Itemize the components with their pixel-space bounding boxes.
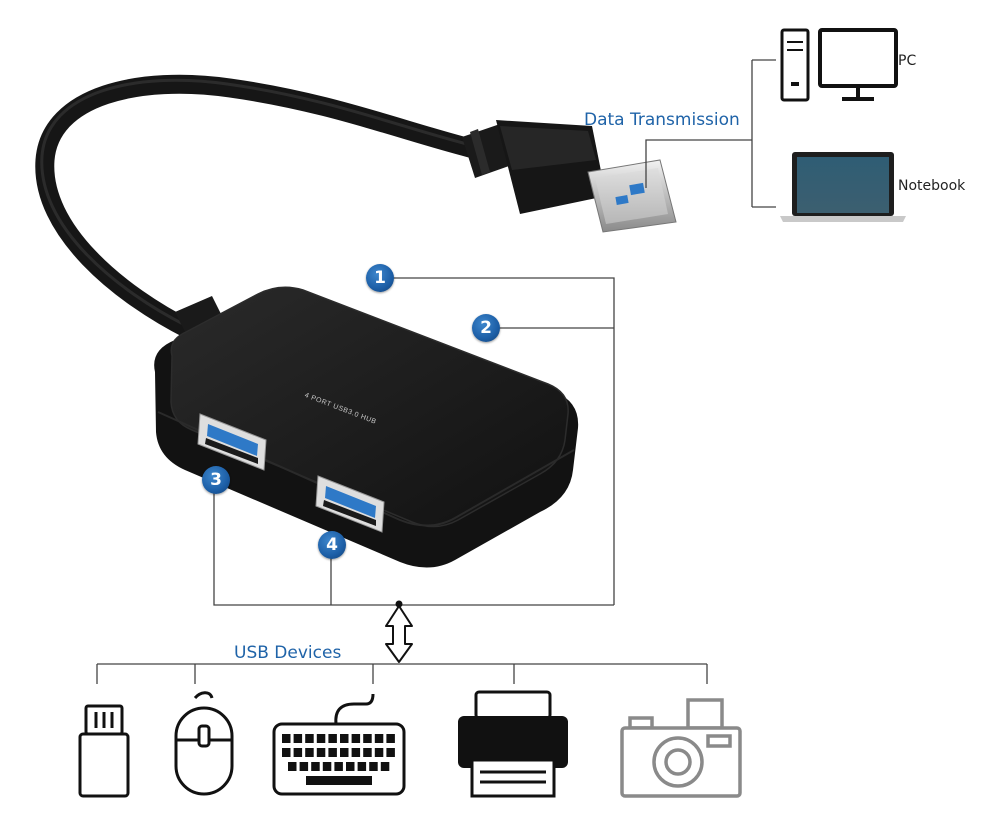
notebook-label: Notebook [898,178,966,194]
keyboard-key [374,748,384,757]
keyboard-key [282,734,291,743]
callout-4: 4 [318,531,346,559]
mouse-icon [174,691,234,796]
usb-flash-drive-icon [78,704,130,798]
pc-icon [780,28,898,102]
keyboard-key [311,762,320,771]
keyboard-key [340,734,349,743]
printer-icon [458,690,568,798]
usb-devices-label: USB Devices [234,643,342,663]
keyboard-key [386,748,395,757]
keyboard-key [299,762,309,771]
data-transmission-label: Data Transmission [584,110,740,130]
keyboard-key [293,748,303,757]
keyboard-key [351,734,361,743]
usb-hub-body [154,286,579,568]
keyboard-key [363,748,372,757]
keyboard-key [288,762,297,771]
keyboard-key [316,734,326,743]
usb-cable [35,74,480,340]
keyboard-key [334,762,343,771]
keyboard-key [305,748,314,757]
keyboard-key [340,748,349,757]
keyboard-key [374,734,384,743]
usb-a-plug [462,120,677,233]
keyboard-key [322,762,332,771]
callout-2: 2 [472,314,500,342]
camera-icon [620,698,742,798]
keyboard-key [316,748,326,757]
keyboard-key [346,762,355,771]
usb-port-right [315,475,385,533]
usb-port-left [197,413,267,471]
keyboard-key [369,762,378,771]
keyboard-key [380,762,390,771]
keyboard-key [351,748,361,757]
callout-1: 1 [366,264,394,292]
keyboard-icon [272,693,406,796]
connector-lines [96,59,776,684]
notebook-icon [780,152,906,222]
keyboard-key [357,762,367,771]
bidirectional-arrow-icon [385,600,413,663]
keyboard-spacebar [306,776,372,785]
keyboard-key [293,734,303,743]
keyboard-key [328,748,337,757]
keyboard-key [363,734,372,743]
pc-label: PC [898,53,917,69]
keyboard-key [328,734,337,743]
keyboard-key [282,748,291,757]
keyboard-key [386,734,395,743]
keyboard-key [305,734,314,743]
callout-3: 3 [202,466,230,494]
